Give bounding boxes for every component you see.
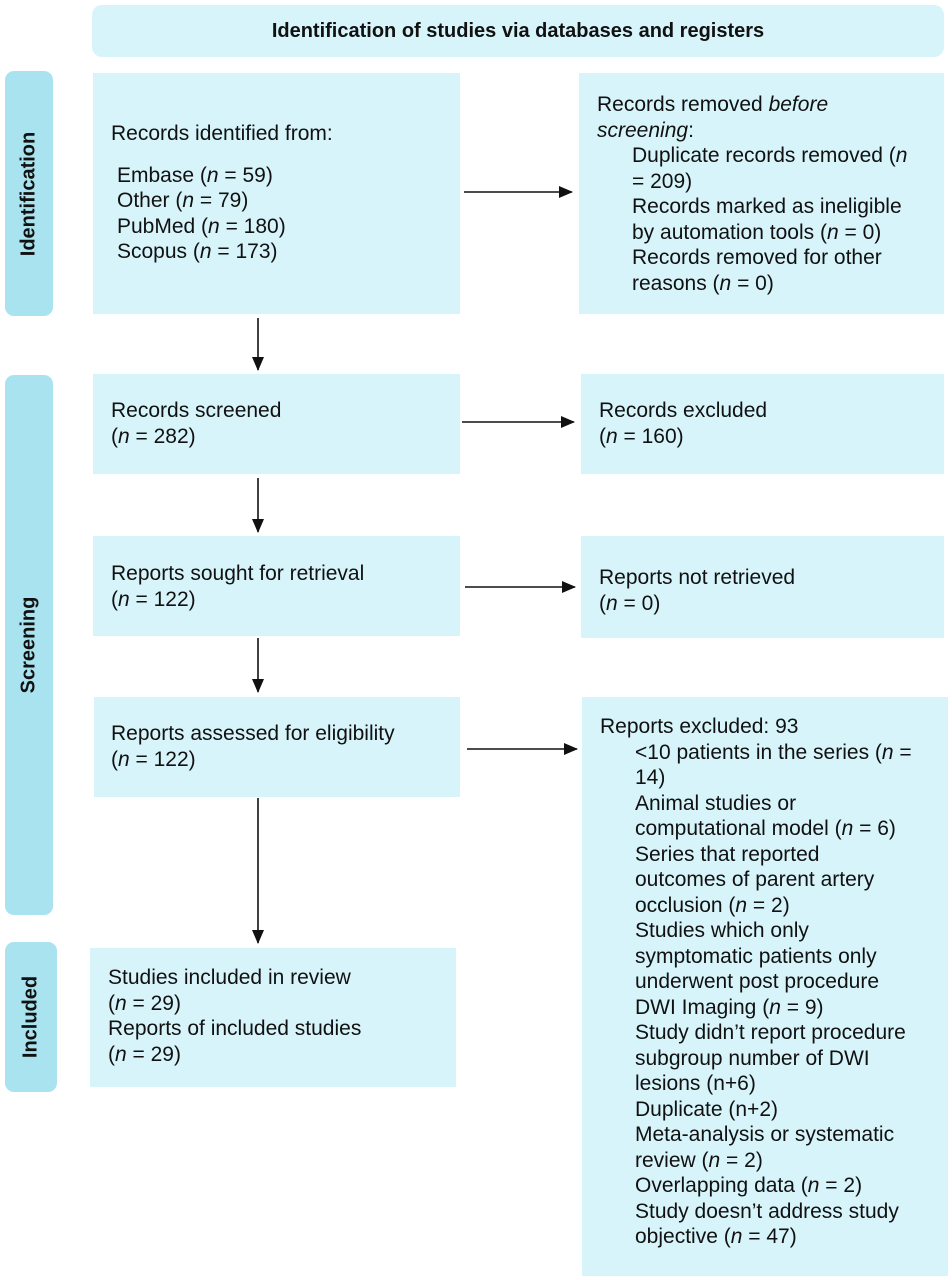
reports-not-retrieved-count: (n = 0)	[599, 591, 661, 615]
exclusion-reason-symptomatic: Studies which only	[635, 919, 809, 942]
reports-assessed-box: Reports assessed for eligibility (n = 12…	[94, 697, 460, 797]
exclusion-reason-small-series: <10 patients in the series (n =	[635, 740, 912, 764]
exclusion-reason-animal: Animal studies or	[635, 791, 797, 815]
header-title: Identification of studies via databases …	[271, 19, 765, 42]
records-screened-count: (n = 282)	[111, 424, 196, 448]
exclusion-reason-overlapping: Overlapping data (n = 2)	[635, 1174, 863, 1197]
exclusion-reason-duplicate: Duplicate (n+2)	[635, 1097, 778, 1121]
records-excluded-label: Records excluded	[599, 399, 768, 422]
exclusion-reason-parent-artery: Series that reported	[635, 842, 820, 866]
reports-assessed-count: (n = 122)	[111, 747, 196, 771]
reports-not-retrieved-label: Reports not retrieved	[599, 566, 796, 589]
studies-included-box: Studies included in review (n = 29) Repo…	[90, 948, 456, 1087]
phase-included: Included	[5, 942, 57, 1092]
ineligible-removed: Records marked as ineligible	[632, 195, 902, 218]
diagram-header: Identification of studies via databases …	[92, 5, 944, 57]
duplicates-removed: Duplicate records removed (n	[632, 144, 908, 167]
reports-assessed-label: Reports assessed for eligibility	[111, 722, 395, 745]
records-identified-heading: Records identified from:	[111, 122, 333, 145]
reports-sought-label: Reports sought for retrieval	[111, 562, 365, 585]
studies-included-label: Studies included in review	[108, 966, 351, 989]
studies-included-count: (n = 29)	[108, 991, 181, 1015]
reports-not-retrieved-box: Reports not retrieved (n = 0)	[581, 536, 944, 638]
exclusion-reason-subgroup: Study didn’t report procedure	[635, 1021, 906, 1044]
source-pubmed: PubMed (n = 180)	[117, 214, 286, 238]
records-excluded-count: (n = 160)	[599, 424, 684, 448]
records-removed-heading: Records removed before	[597, 93, 829, 116]
reports-included-count: (n = 29)	[108, 1042, 181, 1066]
phase-identification: Identification	[5, 71, 53, 316]
records-identified-box: Records identified from: Embase (n = 59)…	[93, 73, 460, 314]
reports-excluded-heading: Reports excluded: 93	[600, 715, 799, 738]
reports-excluded-box: Reports excluded: 93 <10 patients in the…	[582, 697, 948, 1276]
records-screened-box: Records screened (n = 282)	[93, 374, 460, 474]
source-other: Other (n = 79)	[117, 189, 249, 212]
exclusion-reason-objective: Study doesn’t address study	[635, 1199, 899, 1223]
phase-screening: Screening	[5, 375, 53, 915]
source-embase: Embase (n = 59)	[117, 163, 273, 187]
source-scopus: Scopus (n = 173)	[117, 240, 278, 263]
reports-sought-count: (n = 122)	[111, 587, 196, 611]
reports-sought-box: Reports sought for retrieval (n = 122)	[93, 536, 460, 636]
records-removed-box: Records removed before screening: Duplic…	[579, 73, 944, 314]
records-excluded-box: Records excluded (n = 160)	[581, 374, 944, 474]
exclusion-reason-meta-analysis: Meta-analysis or systematic	[635, 1123, 895, 1146]
other-removed: Records removed for other	[632, 246, 882, 269]
records-screened-label: Records screened	[111, 399, 282, 422]
reports-included-label: Reports of included studies	[108, 1017, 362, 1040]
